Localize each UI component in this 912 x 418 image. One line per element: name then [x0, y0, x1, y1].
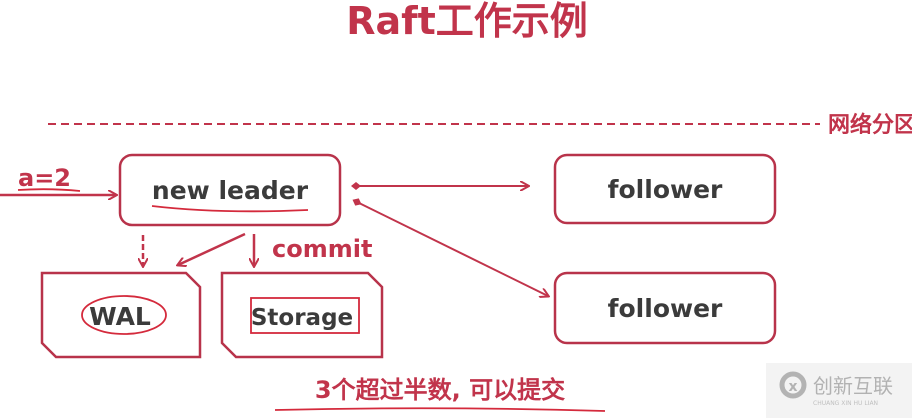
commit-label: commit — [272, 235, 372, 263]
watermark-brand: 创新互联 — [813, 374, 893, 398]
follower-node-2: follower — [553, 271, 777, 345]
watermark-logo: x 创新互联 CHUANG XIN HU LIAN — [766, 363, 912, 418]
follower-1-label: follower — [608, 175, 723, 204]
wal-label: WAL — [89, 302, 151, 331]
watermark-sub: CHUANG XIN HU LIAN — [813, 400, 878, 407]
partition-label: 网络分区 — [828, 112, 912, 138]
input-label: a=2 — [18, 164, 71, 192]
page-title: Raft工作示例 — [346, 0, 588, 43]
leader-to-wal-arrow — [178, 232, 246, 265]
wal-node: WAL — [40, 271, 202, 359]
leader-label: new leader — [152, 176, 309, 205]
follower-node-1: follower — [553, 153, 777, 225]
follower-2-label: follower — [608, 294, 723, 323]
conclusion-text: 3个超过半数, 可以提交 — [315, 376, 565, 404]
svg-text:x: x — [788, 379, 797, 395]
storage-node: Storage — [220, 271, 384, 359]
storage-label: Storage — [251, 305, 353, 331]
replicate-arrow-2 — [357, 202, 548, 296]
conclusion-underline — [274, 407, 606, 412]
input-underline — [17, 188, 81, 192]
leader-node: new leader — [118, 153, 342, 227]
